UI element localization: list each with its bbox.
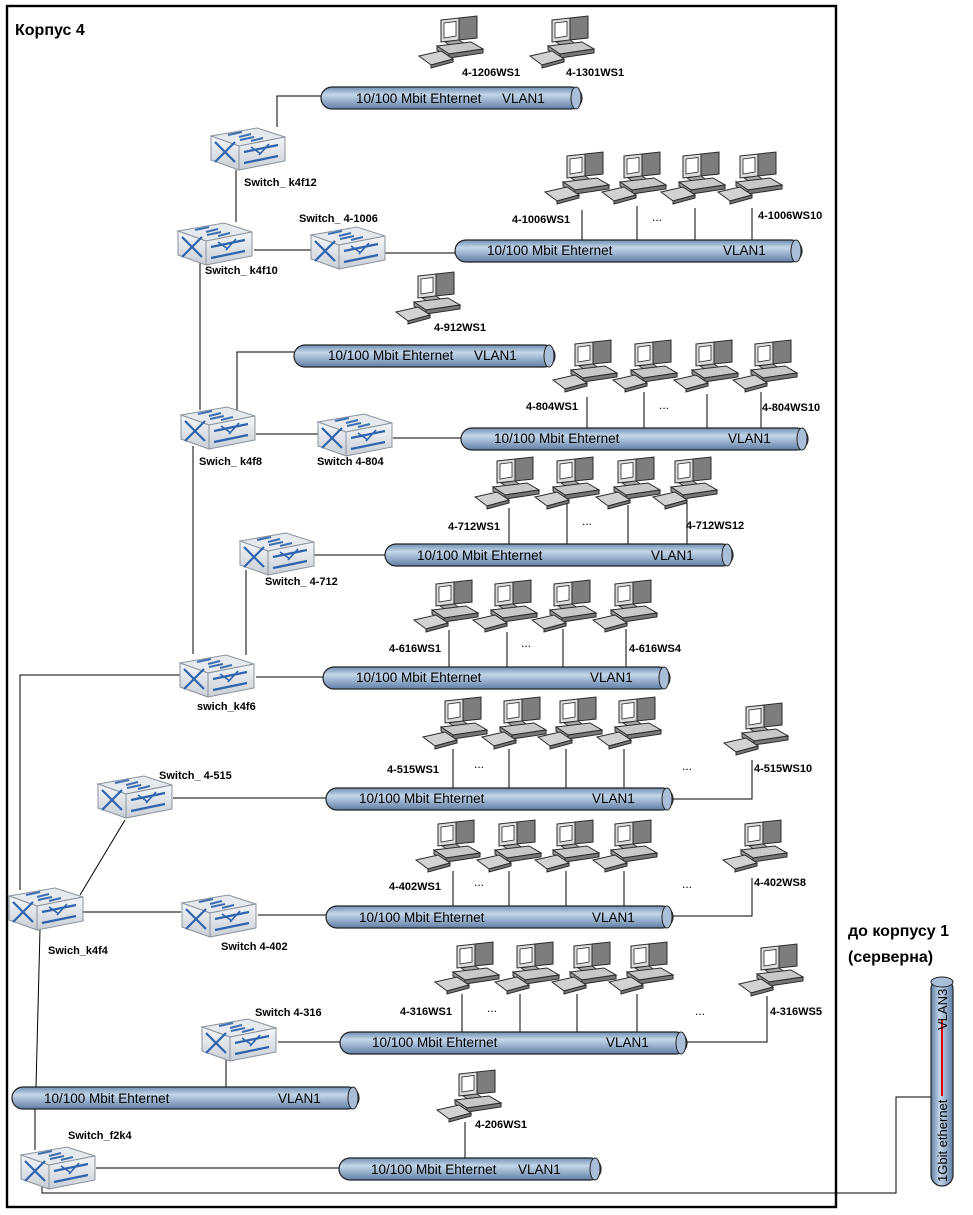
svg-text:...: ...	[474, 875, 484, 889]
building-title: Корпус 4	[15, 22, 85, 39]
svg-text:...: ...	[659, 398, 669, 412]
ws-label: 4-1006WS10	[758, 210, 822, 222]
external-link-title: до корпусу 1	[848, 923, 949, 940]
bus-speed-label: 10/100 Mbit Ehternet	[356, 91, 482, 106]
switch-label: Switch 4-316	[255, 1007, 322, 1019]
external-bus-speed: 1Gbit ethernet	[935, 1099, 950, 1182]
svg-text:...: ...	[682, 877, 692, 891]
ws-label: 4-515WS1	[387, 764, 439, 776]
ws-label: 4-206WS1	[475, 1119, 527, 1131]
bus-speed-label: 10/100 Mbit Ehternet	[371, 1162, 497, 1177]
bus-b3: 10/100 Mbit Ehternet VLAN1	[293, 344, 556, 368]
bus-speed-label: 10/100 Mbit Ehternet	[494, 431, 620, 446]
bus-vlan-label: VLAN1	[502, 91, 545, 106]
bus-b11: 10/100 Mbit Ehternet VLAN1	[338, 1157, 602, 1181]
switch-label: swich_k4f6	[197, 701, 256, 713]
ws-label: 4-712WS12	[686, 520, 744, 532]
bus-speed-label: 10/100 Mbit Ehternet	[372, 1035, 498, 1050]
switch-label: Switch 4-402	[221, 941, 288, 953]
switch-label: Switch_f2k4	[68, 1130, 132, 1142]
external-gigabit-bus: 1Gbit ethernet VLAN3	[930, 976, 954, 1187]
bus-speed-label: 10/100 Mbit Ehternet	[417, 548, 543, 563]
bus-b2: 10/100 Mbit Ehternet VLAN1	[454, 239, 803, 263]
workstation-labels: 4-1206WS1 4-1301WS1 4-1006WS1 4-1006WS10…	[387, 67, 822, 1131]
bus-vlan-label: VLAN1	[518, 1162, 561, 1177]
switch-f2k4: Switch_f2k4	[19, 1130, 132, 1191]
switch-4-1006: Switch_ 4-1006	[299, 213, 387, 271]
switch-4-712: Switch_ 4-712	[238, 531, 338, 588]
bus-speed-label: 10/100 Mbit Ehternet	[487, 243, 613, 258]
bus-b5: 10/100 Mbit Ehternet VLAN1	[384, 543, 734, 567]
switch-label: Switch_ 4-515	[159, 770, 232, 782]
workstation-icons	[395, 15, 804, 1123]
svg-text:...: ...	[652, 210, 662, 224]
ws-label: 4-1206WS1	[462, 67, 520, 79]
ellipsis-marks: ... ... ... ... ... ... ... ... ... ...	[474, 210, 705, 1018]
bus-speed-label: 10/100 Mbit Ehternet	[328, 348, 454, 363]
ws-label: 4-616WS4	[629, 643, 682, 655]
svg-text:...: ...	[487, 1001, 497, 1015]
svg-text:...: ...	[682, 759, 692, 773]
switch-4-316: Switch 4-316	[200, 1007, 322, 1063]
connection-lines	[19, 95, 931, 1194]
switch-k4f10: Switch_ k4f10	[176, 221, 278, 277]
bus-speed-label: 10/100 Mbit Ehternet	[356, 670, 482, 685]
bus-b1: 10/100 Mbit Ehternet VLAN1	[320, 86, 583, 110]
ws-label: 4-804WS10	[762, 402, 820, 414]
bus-b6: 10/100 Mbit Ehternet VLAN1	[322, 666, 671, 690]
switch-k4f4: Swich_k4f4	[7, 886, 109, 957]
switch-k4f6: swich_k4f6	[178, 653, 256, 713]
bus-vlan-label: VLAN1	[728, 431, 771, 446]
switch-label: Switch 4-804	[317, 456, 385, 468]
switch-label: Swich_ k4f8	[199, 456, 262, 468]
bus-vlan-label: VLAN1	[592, 910, 635, 925]
switch-k4f8: Swich_ k4f8	[179, 405, 262, 468]
ws-label: 4-402WS1	[389, 881, 441, 893]
ws-label: 4-712WS1	[448, 521, 500, 533]
switch-label: Switch_ k4f10	[205, 265, 278, 277]
svg-text:...: ...	[521, 636, 531, 650]
bus-vlan-label: VLAN1	[590, 670, 633, 685]
switch-4-804: Switch 4-804	[316, 412, 394, 468]
switch-label: Switch_ k4f12	[244, 177, 317, 189]
ws-label: 4-616WS1	[389, 643, 441, 655]
bus-b9: 10/100 Mbit Ehternet VLAN1	[339, 1031, 688, 1055]
bus-b7: 10/100 Mbit Ehternet VLAN1	[325, 787, 674, 811]
switch-label: Switch_ 4-1006	[299, 213, 378, 225]
ws-label: 4-402WS8	[754, 877, 806, 889]
ws-label: 4-912WS1	[434, 322, 486, 334]
bus-b4: 10/100 Mbit Ehternet VLAN1	[460, 427, 809, 451]
ws-label: 4-1006WS1	[512, 214, 570, 226]
bus-b10: 10/100 Mbit Ehternet VLAN1	[11, 1086, 360, 1110]
switch-label: Switch_ 4-712	[265, 576, 338, 588]
external-link-subtitle: (серверна)	[848, 949, 933, 966]
svg-text:...: ...	[695, 1004, 705, 1018]
bus-vlan-label: VLAN1	[474, 348, 517, 363]
building-frame	[5, 4, 838, 1209]
ws-label: 4-804WS1	[526, 401, 578, 413]
svg-text:...: ...	[582, 514, 592, 528]
switch-label: Swich_k4f4	[48, 945, 109, 957]
switch-k4f12: Switch_ k4f12	[209, 126, 317, 189]
bus-vlan-label: VLAN1	[651, 548, 694, 563]
bus-speed-label: 10/100 Mbit Ehternet	[359, 910, 485, 925]
switch-4-402: Switch 4-402	[180, 893, 288, 953]
bus-speed-label: 10/100 Mbit Ehternet	[44, 1091, 170, 1106]
ws-label: 4-316WS1	[400, 1006, 452, 1018]
bus-vlan-label: VLAN1	[278, 1091, 321, 1106]
bus-vlan-label: VLAN1	[606, 1035, 649, 1050]
bus-speed-label: 10/100 Mbit Ehternet	[359, 791, 485, 806]
ws-label: 4-515WS10	[754, 763, 812, 775]
svg-text:...: ...	[474, 757, 484, 771]
ws-label: 4-316WS5	[770, 1006, 822, 1018]
bus-vlan-label: VLAN1	[723, 243, 766, 258]
switch-4-515: Switch_ 4-515	[96, 770, 232, 820]
external-bus-vlan: VLAN3	[935, 989, 950, 1030]
ws-label: 4-1301WS1	[566, 67, 624, 79]
bus-b8: 10/100 Mbit Ehternet VLAN1	[325, 905, 674, 929]
bus-vlan-label: VLAN1	[592, 791, 635, 806]
